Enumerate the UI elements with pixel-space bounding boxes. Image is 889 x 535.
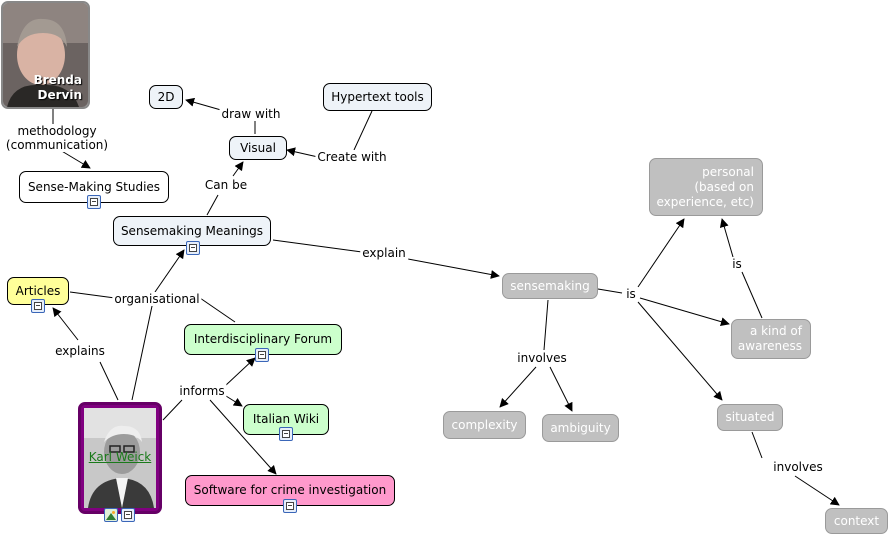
label-methodology-line2: (communication) xyxy=(3,138,111,152)
personal-line1: personal xyxy=(702,164,754,179)
edge-meanings-canbe xyxy=(206,194,219,216)
edge-organisational-meanings xyxy=(154,249,185,293)
brenda-name-line1: Brenda xyxy=(33,73,82,87)
edge-involves-ambiguity xyxy=(549,366,573,412)
node-ambiguity[interactable]: ambiguity xyxy=(542,414,619,442)
edge-involves-complexity xyxy=(499,366,537,408)
awareness-line2: awareness xyxy=(737,339,802,353)
edge-explains-articles xyxy=(52,307,79,341)
edge-createwith-visual xyxy=(286,147,319,158)
node-articles[interactable]: Articles xyxy=(7,277,69,305)
document-icon[interactable] xyxy=(255,348,269,362)
edge-sensemaking-involves xyxy=(543,299,549,351)
brenda-dervin-photo xyxy=(3,3,88,107)
edge-hypertext-createwith xyxy=(353,110,373,151)
node-awareness[interactable]: a kind of awareness xyxy=(731,319,811,359)
node-visual[interactable]: Visual xyxy=(229,136,287,160)
edge-is-personal-2 xyxy=(719,218,734,258)
label-involves-2: involves xyxy=(771,460,825,474)
node-context[interactable]: context xyxy=(825,508,888,534)
label-can-be: Can be xyxy=(202,178,250,192)
label-informs: informs xyxy=(177,384,227,398)
edge-organisational-forum xyxy=(199,297,236,323)
personal-line3: experience, etc) xyxy=(656,194,754,209)
label-methodology-line1: methodology xyxy=(15,124,99,138)
document-icon[interactable] xyxy=(279,427,293,441)
node-italian-wiki[interactable]: Italian Wiki xyxy=(243,404,329,435)
karl-weick-card[interactable]: Karl Weick xyxy=(78,402,162,514)
brenda-dervin-card[interactable]: Brenda Dervin xyxy=(1,1,90,109)
document-icon[interactable] xyxy=(31,299,45,313)
edge-meanings-explain xyxy=(272,239,363,253)
document-icon[interactable] xyxy=(121,508,135,522)
edge-weick-explains xyxy=(99,361,119,401)
edge-informs-forum xyxy=(224,357,256,387)
label-explain: explain xyxy=(360,246,408,260)
edge-weick-organisational xyxy=(131,291,156,401)
node-personal[interactable]: personal (based on experience, etc) xyxy=(649,158,763,216)
node-2d[interactable]: 2D xyxy=(149,85,183,109)
personal-line2: (based on xyxy=(694,179,754,194)
image-icon[interactable] xyxy=(104,508,118,522)
label-create-with: Create with xyxy=(315,150,389,164)
label-draw-with: draw with xyxy=(219,107,283,121)
edge-weick-informs xyxy=(162,399,183,421)
edge-informs-software xyxy=(209,399,277,475)
node-sensemaking[interactable]: sensemaking xyxy=(502,273,598,299)
label-is-2: is xyxy=(730,257,744,271)
document-icon[interactable] xyxy=(87,195,101,209)
document-icon[interactable] xyxy=(283,499,297,513)
edge-articles-organisational xyxy=(69,291,116,299)
awareness-line1: a kind of xyxy=(749,324,802,338)
edge-is-awareness xyxy=(639,297,730,327)
edge-awareness-is xyxy=(741,271,763,319)
edge-is-situated xyxy=(637,301,723,401)
edge-sensemaking-is xyxy=(597,288,623,294)
edge-explain-sensemaking xyxy=(407,258,500,279)
edge-informs-wiki xyxy=(225,395,243,407)
edge-situated-involves xyxy=(751,431,763,459)
karl-weick-name[interactable]: Karl Weick xyxy=(88,450,152,464)
edge-involves-context xyxy=(794,475,840,506)
document-icon[interactable] xyxy=(186,241,200,255)
label-organisational: organisational xyxy=(112,292,202,306)
label-is-1: is xyxy=(624,287,638,301)
edge-canbe-visual xyxy=(232,161,244,177)
node-situated[interactable]: situated xyxy=(717,404,783,431)
karl-weick-photo xyxy=(84,408,156,508)
edge-methodology-studies xyxy=(59,149,91,169)
label-involves-1: involves xyxy=(515,351,569,365)
label-explains: explains xyxy=(53,344,107,358)
edge-is-personal xyxy=(637,218,685,288)
node-complexity[interactable]: complexity xyxy=(443,411,526,439)
node-hypertext-tools[interactable]: Hypertext tools xyxy=(323,83,432,111)
brenda-name-line2: Dervin xyxy=(37,88,83,102)
